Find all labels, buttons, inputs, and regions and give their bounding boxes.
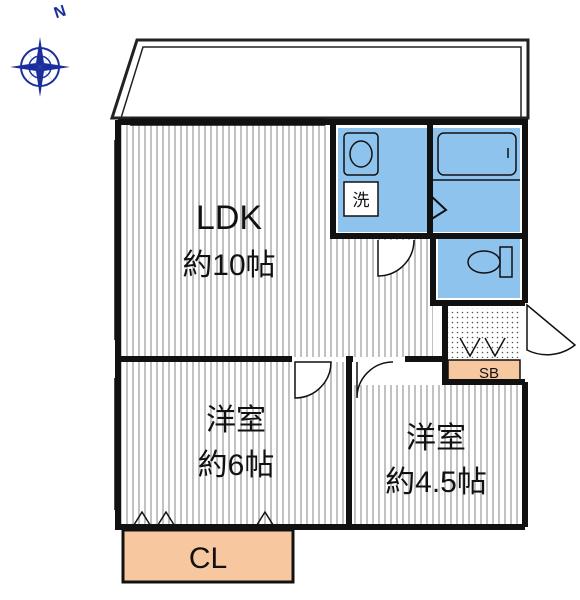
ldk-label: LDK [196, 199, 262, 237]
bathtub-icon [437, 132, 517, 176]
walls [115, 119, 528, 530]
toilet-icon [467, 246, 513, 278]
entrance [448, 308, 520, 358]
washer-icon [343, 181, 379, 217]
ldk-room [118, 122, 433, 357]
compass-rose-icon [10, 37, 70, 97]
western-room-b-label: 洋室 [406, 422, 466, 455]
shoe-box-label: SB [479, 365, 499, 382]
compass: N [10, 3, 70, 97]
ldk-size: 約10帖 [182, 249, 275, 282]
western-room-a-size: 約6帖 [198, 449, 275, 482]
doors [131, 194, 577, 529]
western-room-a-label: 洋室 [206, 404, 266, 437]
door-bath [429, 194, 448, 221]
door-room-b [356, 361, 394, 399]
door-room-a [294, 361, 332, 399]
wet-area: 洗 [338, 128, 520, 298]
sink-icon [343, 132, 379, 176]
front-door [526, 303, 577, 356]
closet [121, 528, 295, 584]
shoe-box-door [459, 337, 506, 358]
windows [114, 118, 325, 510]
western-room-b-size: 約4.5帖 [385, 466, 487, 499]
closet-label: CL [189, 542, 227, 575]
washer-label: 洗 [353, 191, 370, 210]
balcony [109, 38, 530, 120]
north-label: N [52, 3, 68, 23]
western-room-b [352, 385, 522, 525]
door-washroom [377, 239, 415, 277]
closet-doors [131, 510, 276, 529]
